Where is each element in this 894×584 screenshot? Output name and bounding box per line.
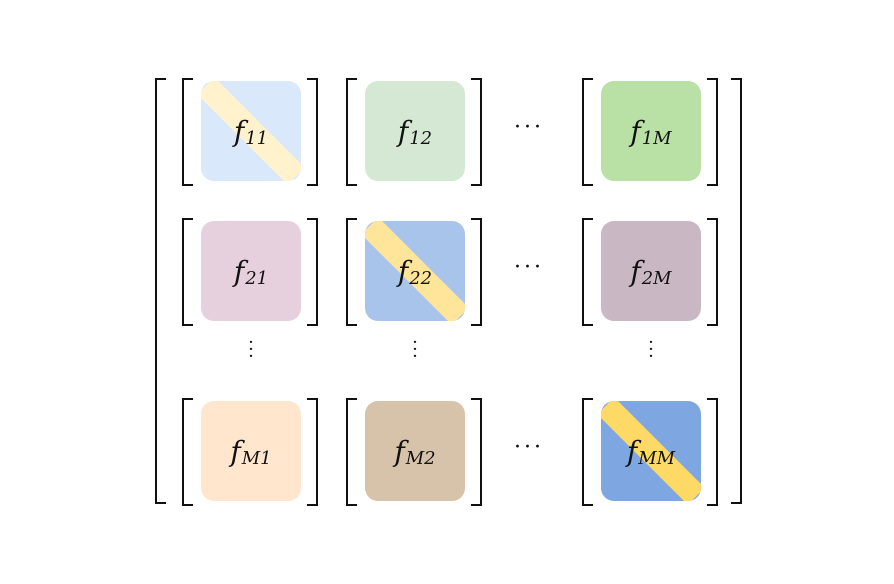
block-right-bracket — [307, 398, 318, 506]
block-right-bracket — [707, 78, 718, 186]
vertical-ellipsis: ··· — [648, 332, 654, 367]
label-subscript: 1M — [641, 127, 672, 149]
vertical-ellipsis: ··· — [248, 332, 254, 367]
label-base: f — [394, 434, 405, 468]
block-right-bracket — [471, 218, 482, 326]
label-base: f — [626, 434, 638, 468]
label-subscript: 12 — [409, 127, 433, 149]
horizontal-ellipsis: ··· — [514, 435, 544, 460]
label-subscript: 21 — [245, 267, 269, 289]
vertical-ellipsis: ··· — [412, 332, 418, 367]
block-right-bracket — [471, 78, 482, 186]
block-left-bracket — [182, 398, 193, 506]
block-right-bracket — [707, 398, 718, 506]
label-subscript: M2 — [405, 447, 436, 469]
label-subscript: M1 — [241, 447, 272, 469]
label-base: f — [397, 114, 409, 148]
block-right-bracket — [307, 78, 318, 186]
label-subscript: 11 — [245, 127, 269, 149]
block-left-bracket — [582, 398, 593, 506]
label-subscript: 2M — [641, 267, 672, 289]
block-left-bracket — [346, 78, 357, 186]
block-left-bracket — [182, 218, 193, 326]
horizontal-ellipsis: ··· — [514, 255, 544, 280]
block-right-bracket — [707, 218, 718, 326]
label-base: f — [233, 254, 245, 288]
label-subscript: MM — [638, 447, 676, 469]
block-left-bracket — [582, 78, 593, 186]
label-base: f — [630, 114, 641, 148]
outer-left-bracket — [155, 78, 166, 504]
label-base: f — [230, 434, 241, 468]
label-base: f — [630, 254, 641, 288]
block-left-bracket — [582, 218, 593, 326]
block-left-bracket — [346, 218, 357, 326]
label-subscript: 22 — [409, 267, 433, 289]
label-base: f — [233, 114, 245, 148]
block-left-bracket — [346, 398, 357, 506]
block-right-bracket — [471, 398, 482, 506]
block-left-bracket — [182, 78, 193, 186]
block-right-bracket — [307, 218, 318, 326]
label-base: f — [397, 254, 409, 288]
outer-right-bracket — [731, 78, 742, 504]
horizontal-ellipsis: ··· — [514, 115, 544, 140]
